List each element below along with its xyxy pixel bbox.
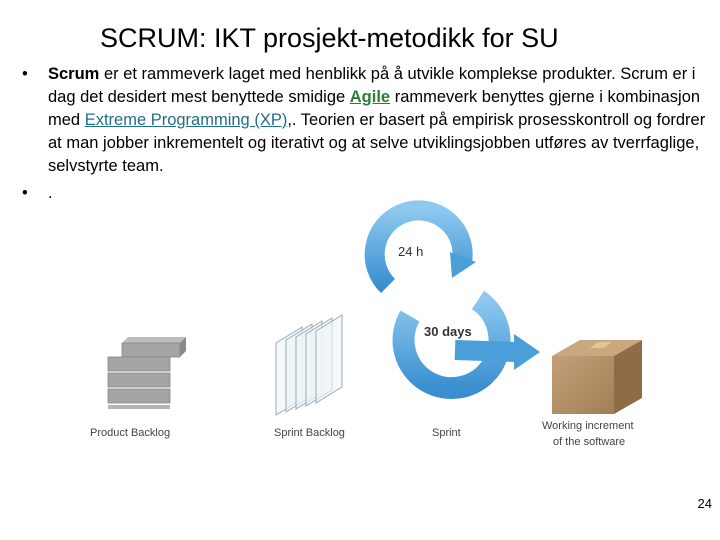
bullet-marker: • [22, 184, 28, 202]
working-increment-box-icon [552, 340, 642, 414]
page-number: 24 [697, 496, 712, 511]
sprint-loop-arrow-icon [340, 290, 540, 399]
bullet-text-part-b: rammeverk benyttes gjerne i kombinasjon … [48, 88, 701, 129]
bullet-text-1: Scrum er et rammeverk laget med henblikk… [48, 63, 710, 178]
loop-24h-label: 24 h [398, 244, 423, 259]
caption-working-increment-2: of the software [553, 436, 625, 448]
bullet-text-2: . [48, 184, 53, 202]
bullet-text-part-c: ,. Teorien er basert på empirisk prosess… [48, 111, 706, 175]
caption-product-backlog: Product Backlog [90, 427, 170, 439]
sprint-backlog-icon [275, 314, 343, 416]
bullet-text-part-a: er et rammeverk laget med henblikk på å … [48, 65, 696, 106]
daily-loop-arrow-icon [364, 200, 476, 294]
agile-link[interactable]: Agile [349, 88, 391, 106]
caption-sprint: Sprint [432, 427, 461, 439]
xp-link[interactable]: Extreme Programming (XP) [84, 111, 288, 129]
caption-working-increment-1: Working increment [542, 420, 634, 432]
bullet-marker: • [22, 65, 28, 83]
bullet-item-1: • Scrum er et rammeverk laget med henbli… [20, 63, 710, 178]
slide-title: SCRUM: IKT prosjekt-metodikk for SU [100, 23, 559, 53]
loop-30-days-label: 30 days [424, 324, 472, 339]
bullet-item-2: • . [20, 182, 710, 205]
product-backlog-icon [107, 337, 186, 409]
scrum-term: Scrum [48, 65, 100, 83]
bullet-list: • Scrum er et rammeverk laget med henbli… [20, 63, 710, 205]
caption-sprint-backlog: Sprint Backlog [274, 427, 345, 439]
